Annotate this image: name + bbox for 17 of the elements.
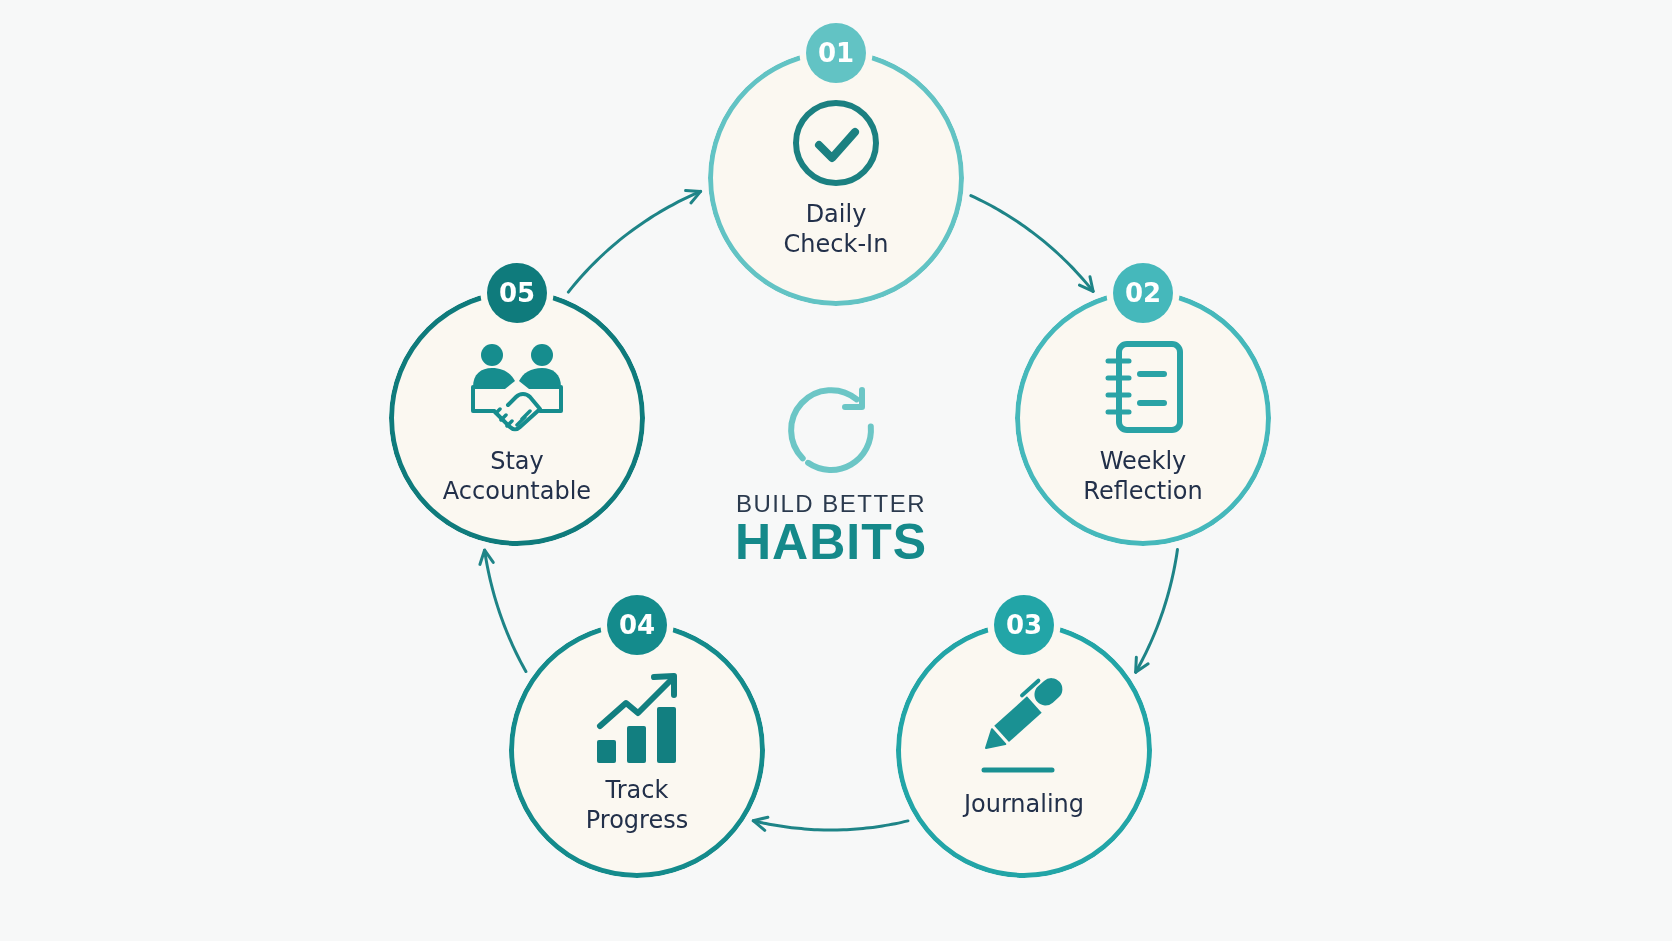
subtitle-text: BUILD BETTER [736,492,926,516]
arrow [478,548,528,674]
step-label: Stay Accountable [442,447,592,505]
title-text: HABITS [734,517,928,567]
step-number: 04 [607,594,667,655]
step-number: 05 [487,262,547,323]
step-label: Daily Check-In [783,200,889,258]
arrow [969,194,1095,293]
step-number: 01 [806,22,866,83]
arrow [1134,548,1179,674]
step-number: 02 [1113,262,1173,323]
step-label: Journaling [963,790,1085,818]
step-label: Track Progress [585,776,689,834]
arrow [751,815,910,832]
arrow [566,189,703,294]
step-number: 03 [994,594,1054,655]
step-label: Weekly Reflection [1083,447,1203,505]
